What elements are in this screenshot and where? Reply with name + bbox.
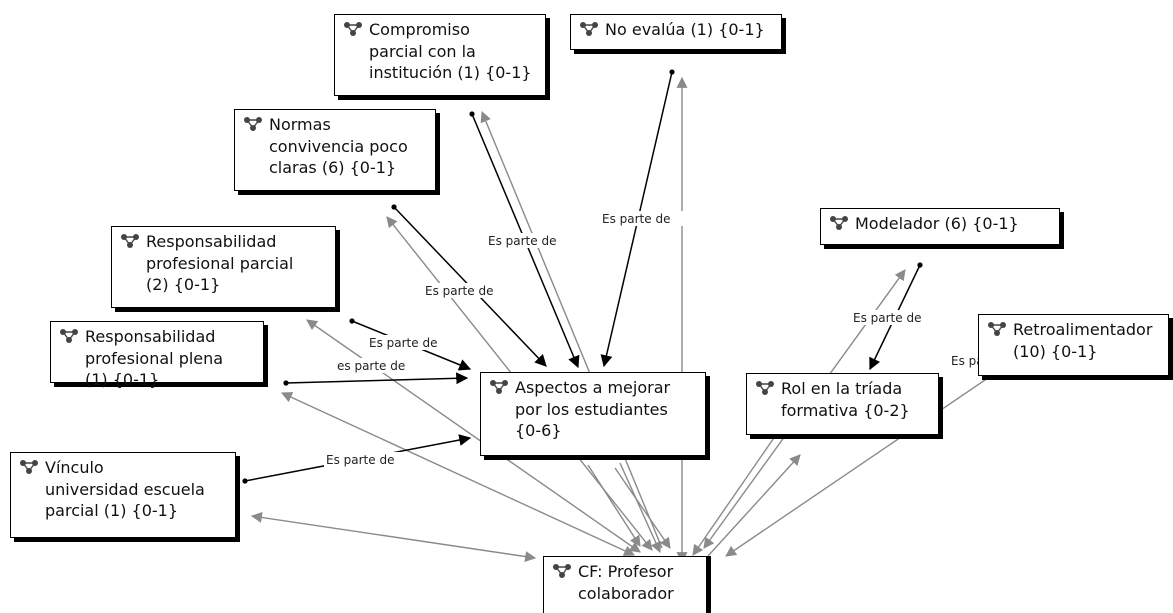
node-modelador[interactable]: Modelador (6) {0-1}: [820, 208, 1060, 245]
link-origin-dot: [242, 478, 248, 484]
network-node-icon: [830, 216, 848, 230]
network-node-icon: [988, 322, 1006, 336]
node-aspectos[interactable]: Aspectos a mejorar por los estudiantes {…: [480, 372, 706, 456]
network-node-icon: [20, 460, 38, 474]
node-label: No evalúa (1) {0-1}: [605, 20, 765, 39]
link-retro-cf[interactable]: [725, 362, 1011, 557]
network-node-icon: [60, 329, 78, 343]
node-label: Normas convivencia poco claras (6) {0-1}: [269, 115, 408, 177]
link-origin-dot: [349, 318, 355, 324]
node-label: Compromiso parcial con la institución (1…: [369, 20, 532, 82]
network-node-icon: [580, 22, 598, 36]
node-label: Rol en la tríada formativa {0-2}: [781, 379, 910, 420]
link-vinculo-cf[interactable]: [250, 512, 537, 562]
node-label: Modelador (6) {0-1}: [855, 214, 1019, 233]
link-origin-dot: [469, 111, 475, 117]
network-node-icon: [244, 117, 262, 131]
link-compromiso-cf[interactable]: [480, 110, 663, 549]
node-label: Retroalimentador (10) {0-1}: [1013, 320, 1153, 361]
network-node-icon: [121, 234, 139, 248]
node-resp-parcial[interactable]: Responsabilidad profesional parcial (2) …: [111, 226, 336, 308]
link-respplena-cf[interactable]: [281, 392, 635, 556]
edge-label-compromiso-aspectos: Es parte de: [488, 234, 556, 248]
node-label: Responsabilidad profesional plena (1) {0…: [85, 327, 224, 389]
link-rol-cf-a[interactable]: [707, 454, 801, 557]
link-origin-dot: [283, 380, 289, 386]
node-normas[interactable]: Normas convivencia poco claras (6) {0-1}: [234, 109, 436, 191]
link-aspectos-cf-a[interactable]: [619, 462, 661, 554]
link-origin-dot: [917, 262, 923, 268]
link-aspectos-cf-b[interactable]: [587, 464, 641, 547]
edge-label-vinculo-aspectos: Es parte de: [326, 453, 394, 467]
network-node-icon: [344, 22, 362, 36]
node-vinculo[interactable]: Vínculo universidad escuela parcial (1) …: [10, 452, 236, 538]
node-cf-profesor-colaborador[interactable]: CF: Profesor colaborador: [543, 556, 707, 613]
network-node-icon: [553, 564, 571, 578]
node-resp-plena[interactable]: Responsabilidad profesional plena (1) {0…: [50, 321, 264, 389]
node-no-evalua[interactable]: No evalúa (1) {0-1}: [570, 14, 782, 50]
link-origin-dot: [669, 69, 675, 75]
edge-label-modelador-rol: Es parte de: [853, 311, 921, 325]
edge-label-respparcial-aspectos: Es parte de: [369, 336, 437, 350]
link-respplena-aspectos[interactable]: [285, 372, 469, 385]
node-label: Responsabilidad profesional parcial (2) …: [146, 232, 294, 294]
node-label: Vínculo universidad escuela parcial (1) …: [45, 458, 205, 520]
edge-label-respplena-aspectos: es parte de: [337, 359, 405, 373]
edge-label-noevalua-aspectos: Es parte de: [602, 212, 670, 226]
node-label: Aspectos a mejorar por los estudiantes {…: [515, 378, 671, 440]
edge-label-normas-aspectos: Es parte de: [425, 284, 493, 298]
node-label: CF: Profesor colaborador: [578, 562, 674, 603]
link-aspectos-cf-c[interactable]: [614, 467, 671, 549]
network-node-icon: [490, 380, 508, 394]
node-retroalimentador[interactable]: Retroalimentador (10) {0-1}: [978, 314, 1169, 376]
node-compromiso[interactable]: Compromiso parcial con la institución (1…: [334, 14, 546, 96]
link-origin-dot: [391, 204, 397, 210]
node-rol[interactable]: Rol en la tríada formativa {0-2}: [746, 373, 939, 435]
network-node-icon: [756, 381, 774, 395]
